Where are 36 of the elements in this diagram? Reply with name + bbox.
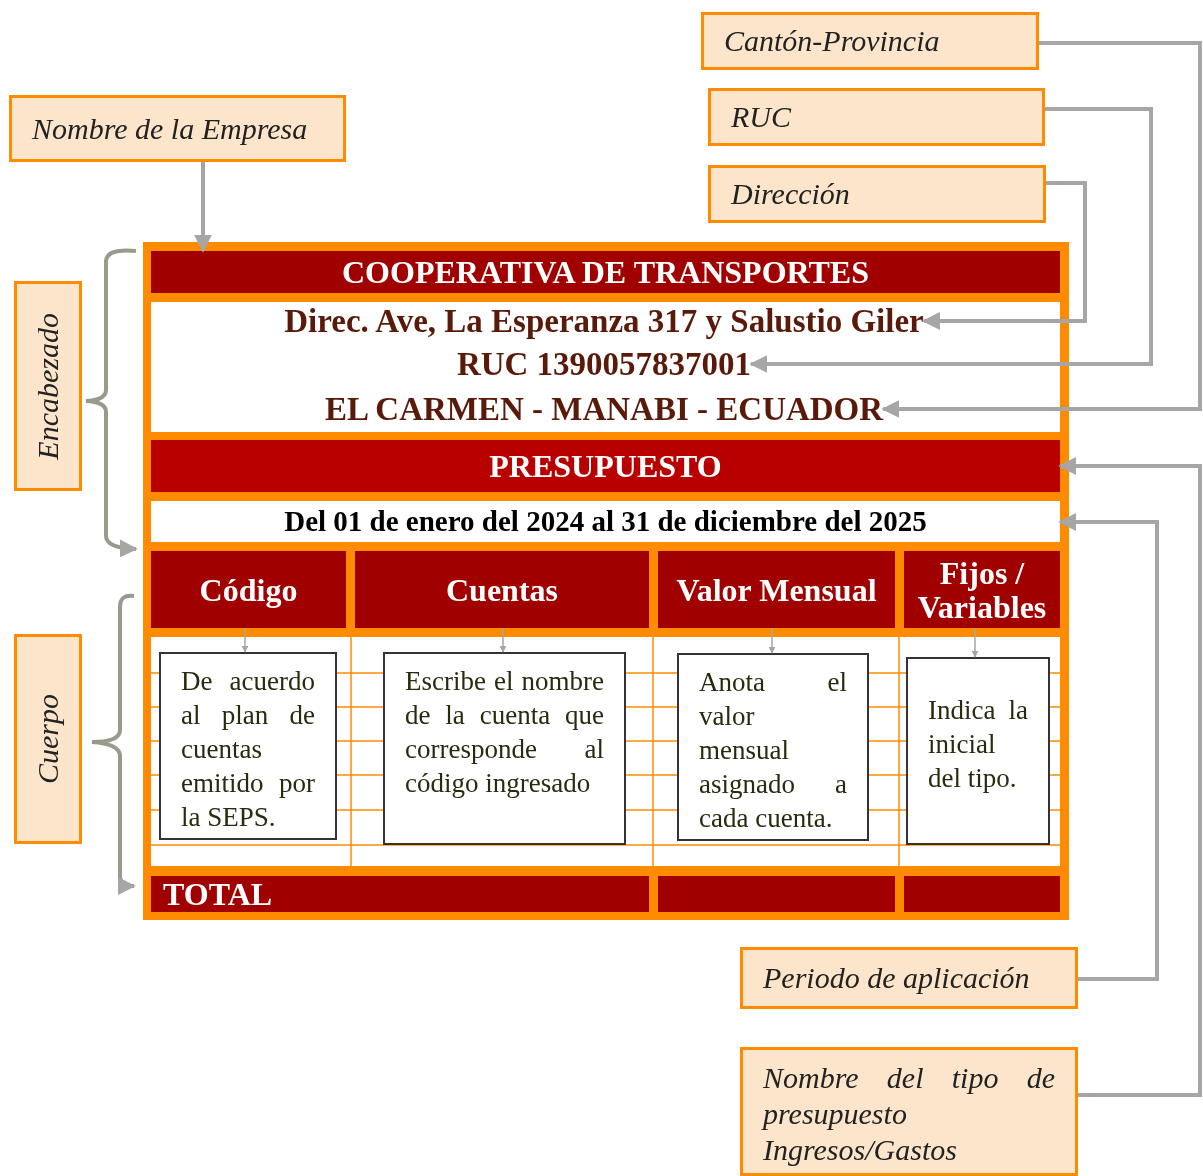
callout-box: Encabezado	[14, 281, 82, 491]
callout-box: Cuerpo	[14, 634, 82, 844]
arrow	[194, 162, 212, 253]
instruction-box: De acuerdo al plan de cuentas emitido por la SEPS.	[159, 652, 337, 840]
ruc-text: RUC 1390057837001	[456, 344, 752, 384]
callout-box: Nombre de la Empresa	[9, 95, 346, 162]
callout-box: Periodo de aplicación	[740, 947, 1078, 1009]
callout-box: Nombre del tipo de presupuesto Ingresos/Gastos	[740, 1047, 1078, 1176]
instruction-box: Escribe el nombre de la cuenta que corresponde al código ingresado	[383, 652, 626, 845]
arrow	[971, 627, 979, 658]
address-text: Direc. Ave, La Esperanza 317 y Salustio Giler	[284, 302, 924, 340]
total-band: TOTAL	[151, 876, 649, 912]
callout-box: Dirección	[708, 165, 1046, 223]
arrow	[881, 41, 1202, 418]
arrow	[1058, 457, 1202, 1097]
location-text: EL CARMEN - MANABI - ECUADOR	[324, 390, 884, 428]
callout-box: Cantón-Provincia	[701, 12, 1039, 70]
column-header: Cuentas	[355, 551, 649, 628]
arrow	[921, 181, 1087, 330]
arrow	[1058, 513, 1159, 981]
title-band: COOPERATIVA DE TRANSPORTES	[151, 251, 1060, 293]
arrow	[768, 627, 776, 654]
column-header: Fijos / Variables	[904, 551, 1060, 628]
total-cell	[658, 876, 895, 912]
title-band: PRESUPUESTO	[151, 440, 1060, 492]
period-band: Del 01 de enero del 2024 al 31 de diciembre del 2025	[151, 501, 1060, 542]
instruction-box: Indica la inicial del tipo.	[906, 657, 1050, 845]
callout-box: RUC	[708, 88, 1045, 146]
column-header: Código	[151, 551, 346, 628]
arrow	[241, 627, 249, 653]
arrow	[749, 107, 1153, 373]
column-header: Valor Mensual	[658, 551, 895, 628]
arrow	[499, 627, 507, 653]
total-cell	[904, 876, 1060, 912]
instruction-box: Anota el valor mensual asignado a cada cuenta.	[677, 653, 869, 841]
budget-table	[143, 242, 1069, 920]
